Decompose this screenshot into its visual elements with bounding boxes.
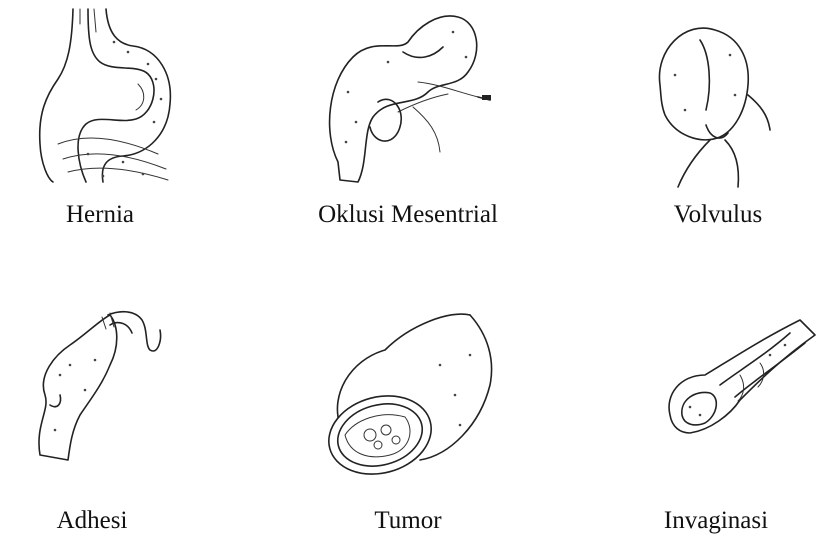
panel-label-hernia: Hernia xyxy=(66,200,134,230)
adhesion-illustration xyxy=(10,305,170,465)
intussusception-illustration xyxy=(660,315,817,455)
mesenteric-occlusion-illustration xyxy=(318,2,498,187)
panel-label-tumor: Tumor xyxy=(374,506,441,536)
panel-label-volvulus: Volvulus xyxy=(674,200,762,230)
hernia-illustration xyxy=(28,4,178,184)
panel-label-oklusi-mesentrial: Oklusi Mesentrial xyxy=(318,200,498,230)
tumor-illustration xyxy=(320,305,500,480)
panel-label-invaginasi: Invaginasi xyxy=(664,506,768,536)
volvulus-illustration xyxy=(640,15,780,190)
panel-label-adhesi: Adhesi xyxy=(57,506,128,536)
